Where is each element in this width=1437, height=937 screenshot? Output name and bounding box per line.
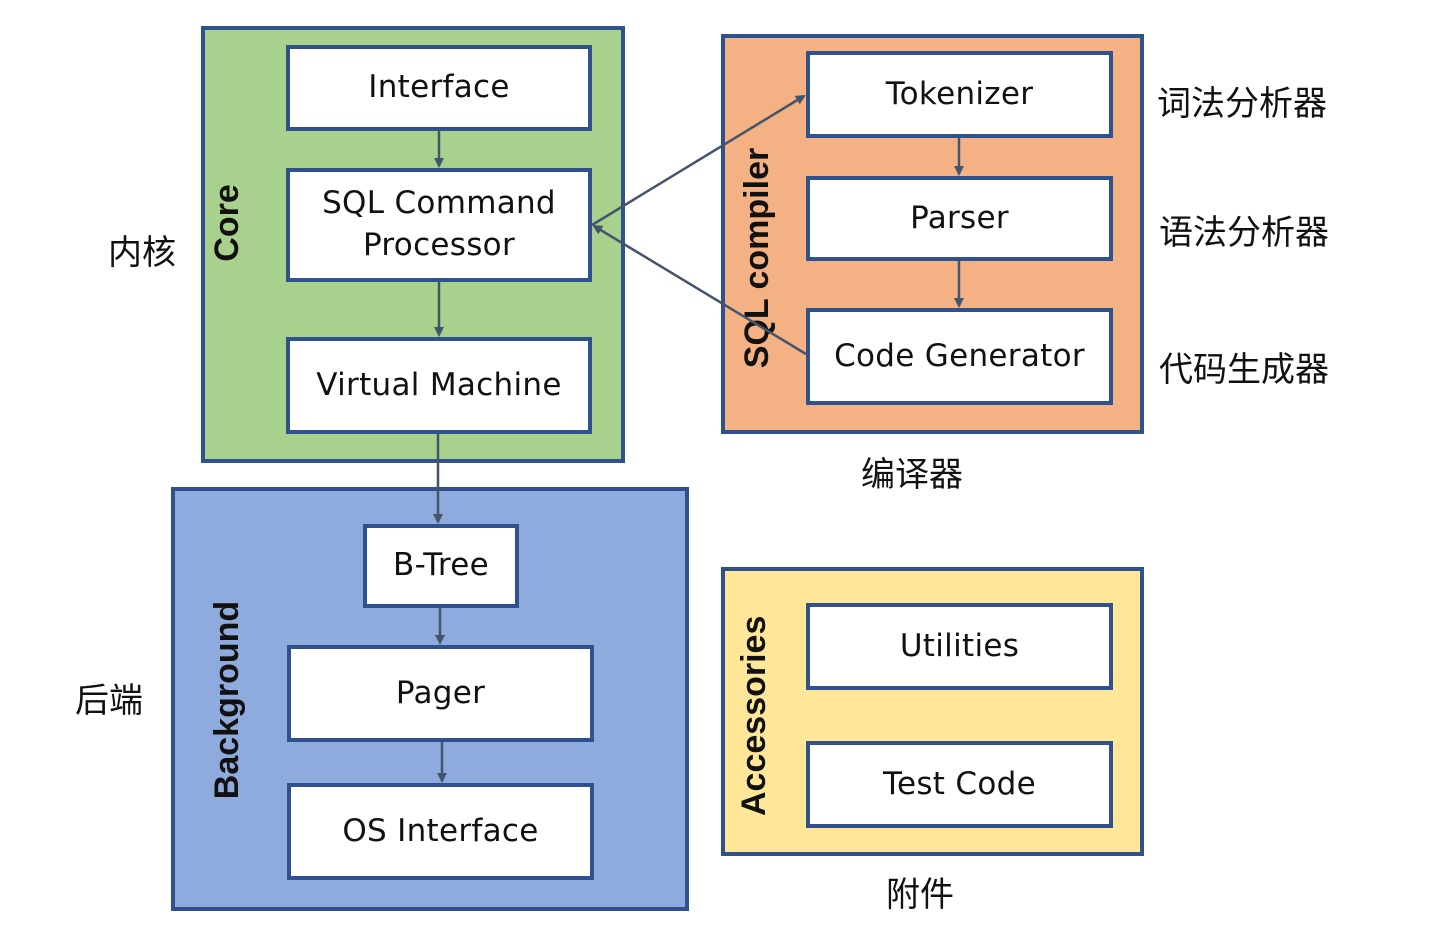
parser-cn-label: 语法分析器 (1159, 213, 1329, 253)
pager-module: Pager (287, 645, 594, 742)
backend-cn-label: 后端 (75, 681, 143, 721)
sql-command-processor-module: SQL Command Processor (286, 168, 592, 282)
virtual-machine-module: Virtual Machine (286, 337, 592, 434)
tokenizer-module: Tokenizer (806, 51, 1113, 138)
core-cn-label: 内核 (108, 233, 176, 273)
interface-module: Interface (286, 45, 592, 131)
backend-group-title: Background (208, 600, 246, 800)
tokenizer-cn-label: 词法分析器 (1157, 84, 1327, 124)
os-interface-module: OS Interface (287, 783, 594, 880)
core-group-title: Core (208, 184, 246, 262)
accessories-cn-label: 附件 (886, 875, 954, 915)
sql-compiler-group-title: SQL compiler (738, 147, 776, 369)
utilities-module: Utilities (806, 603, 1113, 690)
code-generator-module: Code Generator (806, 308, 1113, 405)
code-generator-cn-label: 代码生成器 (1159, 350, 1329, 390)
test-code-module: Test Code (806, 741, 1113, 828)
compiler-cn-label: 编译器 (861, 455, 963, 495)
b-tree-module: B-Tree (363, 524, 519, 608)
parser-module: Parser (806, 176, 1113, 261)
accessories-group-title: Accessories (735, 615, 773, 816)
